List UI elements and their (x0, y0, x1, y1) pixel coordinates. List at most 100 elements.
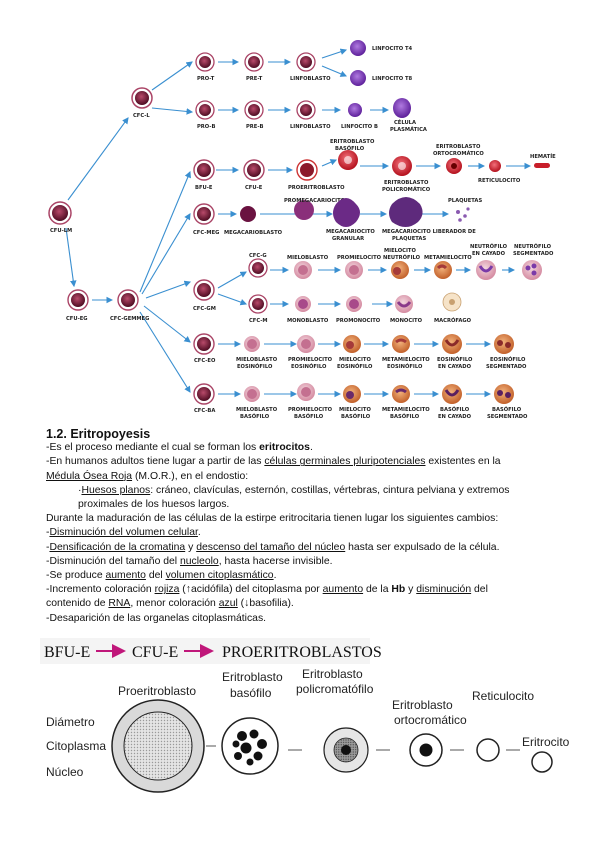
label-mieloblasto: MIELOBLASTO (287, 255, 329, 261)
cell-eosinofilo-cayado (442, 334, 462, 354)
label-cfc-gemmeg: CFC-GEMMEG (110, 316, 149, 322)
label-promielocito-eo-2: EOSINÓFILO (291, 363, 327, 370)
label-eritro-basofilo-2: BASÓFILO (335, 145, 365, 152)
label-promielocito: PROMIELOCITO (337, 255, 382, 261)
label-cfc-g: CFC-G (249, 253, 267, 259)
label-linfocito-t4: LINFOCITO T4 (372, 46, 413, 52)
label-eritro-poli-1: ERITROBLASTO (384, 180, 429, 186)
label-reticulocito: RETICULOCITO (478, 178, 521, 184)
label-cfc-l: CFC-L (133, 113, 150, 119)
label-mielocito-ba-1: MIELOCITO (339, 407, 371, 413)
label-proeritroblasto: Proeritroblasto (118, 684, 196, 698)
cell-mielocito-neutrofilo (391, 261, 409, 279)
label-linfoblasto-b: LINFOBLASTO (290, 124, 331, 130)
eritroblasto-policromatofilo-cell (324, 728, 368, 772)
label-eritro-basofilo-1: ERITROBLASTO (330, 139, 375, 145)
cell-promielocito (345, 261, 363, 279)
hematopoiesis-diagram: CFU-LM CFC-L PRO-T PRE-T LINFOBLASTO LIN… (0, 0, 600, 420)
label-eritrocito: Eritrocito (522, 735, 570, 749)
label-pro-t: PRO-T (197, 76, 215, 82)
label-promielocito-ba-1: PROMIELOCITO (288, 407, 333, 413)
cell-basofilo-segmentado (494, 384, 514, 404)
cell-bfu-e (194, 160, 214, 180)
cell-eritro-basofilo (338, 150, 358, 170)
cell-cfu-e (244, 160, 264, 180)
row-label-citoplasma: Citoplasma (46, 739, 106, 753)
cell-monocito (395, 295, 413, 313)
cell-cfc-eo (194, 334, 214, 354)
label-hematie: HEMATÍE (530, 152, 556, 160)
label-mieloblasto-ba-1: MIELOBLASTO (236, 407, 278, 413)
label-mielocito-neutrofilo-1: MIELOCITO (384, 248, 416, 254)
cell-neutrofilo-cayado (476, 260, 496, 280)
label-reticulocito: Reticulocito (472, 689, 534, 703)
section-heading: 1.2. Eritropoyesis (46, 427, 566, 441)
label-cfu-eg: CFU-EG (66, 316, 88, 322)
label-mieloblasto-eo-2: EOSINÓFILO (237, 363, 273, 370)
cell-cfc-m (249, 295, 267, 313)
label-megacarioblasto: MEGACARIOBLASTO (224, 230, 283, 236)
label-megacariocito-granular-2: GRANULAR (332, 236, 364, 242)
label-neutrofilo-cayado-1: NEUTRÓFILO (470, 243, 508, 250)
cell-promonocito (346, 296, 362, 312)
cell-proeritroblasto (297, 160, 317, 180)
cell-megacariocito-liberador (389, 197, 423, 227)
label-mielocito-eo-2: EOSINÓFILO (337, 363, 373, 370)
label-pre-t: PRE-T (246, 76, 263, 82)
label-cfc-m: CFC-M (249, 318, 268, 324)
label-monocito: MONOCITO (390, 318, 423, 324)
change-item-2: -Densificación de la cromatina y descens… (46, 541, 566, 555)
label-poli-2: policromatófilo (296, 682, 374, 696)
label-basofilo-cayado-2: EN CAYADO (438, 414, 472, 420)
label-eritro-poli-2: POLICROMÁTICO (382, 186, 431, 193)
label-neutrofilo-seg-1: NEUTRÓFILO (514, 243, 552, 250)
cell-cfc-l (132, 88, 152, 108)
cell-neutrofilo-segmentado (522, 260, 542, 280)
change-item-3: -Disminución del tamaño del nucleolo, ha… (46, 555, 566, 569)
label-pre-b: PRE-B (246, 124, 263, 130)
label-basofilo-1: Eritroblasto (222, 670, 283, 684)
cell-plasmatica (393, 98, 411, 118)
label-cfu-lm: CFU-LM (50, 228, 72, 234)
cell-promielocito-eo (297, 335, 315, 353)
paragraph-line-4: ·Huesos planos: cráneo, clavículas, este… (46, 484, 548, 512)
label-monoblasto: MONOBLASTO (287, 318, 329, 324)
cell-linfocito-t8 (350, 70, 366, 86)
header-proeritroblastos: PROERITROBLASTOS (222, 644, 382, 661)
cell-mielocito-eo (343, 335, 361, 353)
row-label-nucleo: Núcleo (46, 765, 84, 779)
label-bfu-e: BFU-E (195, 185, 213, 191)
eritrocito-cell (532, 752, 552, 772)
cell-eritro-orto (446, 158, 462, 174)
cell-mieloblasto (294, 261, 312, 279)
label-cfc-ba: CFC-BA (194, 408, 215, 414)
cell-reticulocito (489, 160, 501, 172)
cell-megacarioblasto (240, 206, 256, 222)
cell-macrofago (443, 293, 461, 311)
cell-cfu-eg (68, 290, 88, 310)
row-label-diametro: Diámetro (46, 715, 95, 729)
label-orto-1: Eritroblasto (392, 698, 453, 712)
label-orto-2: ortocromático (394, 713, 467, 727)
label-eosinofilo-cayado-1: EOSINÓFILO (437, 356, 473, 363)
cell-basofilo-cayado (442, 384, 462, 404)
label-eosinofilo-seg-2: SEGMENTADO (486, 364, 527, 370)
cell-plaquetas (456, 207, 470, 221)
label-mieloblasto-ba-2: BASÓFILO (240, 413, 270, 420)
cell-eosinofilo-segmentado (494, 334, 514, 354)
cell-pro-b (196, 101, 214, 119)
cell-cfc-g (249, 259, 267, 277)
cell-linfocito-t4 (350, 40, 366, 56)
cell-linfocito-b (348, 103, 362, 117)
cell-cfc-ba (194, 384, 214, 404)
label-cfc-gm: CFC-GM (193, 306, 216, 312)
label-proeritroblasto: PROERITROBLASTO (288, 185, 345, 191)
label-metamielocito-eo-2: EOSINÓFILO (387, 363, 423, 370)
cell-cfu-lm (49, 202, 71, 224)
change-item-5: -Incremento coloración rojiza (↑acidófil… (46, 583, 566, 597)
label-cfu-e: CFU-E (245, 185, 263, 191)
label-basofilo-2: basófilo (230, 686, 272, 700)
label-basofilo-seg-2: SEGMENTADO (487, 414, 528, 420)
cell-mieloblasto-ba (244, 386, 260, 402)
